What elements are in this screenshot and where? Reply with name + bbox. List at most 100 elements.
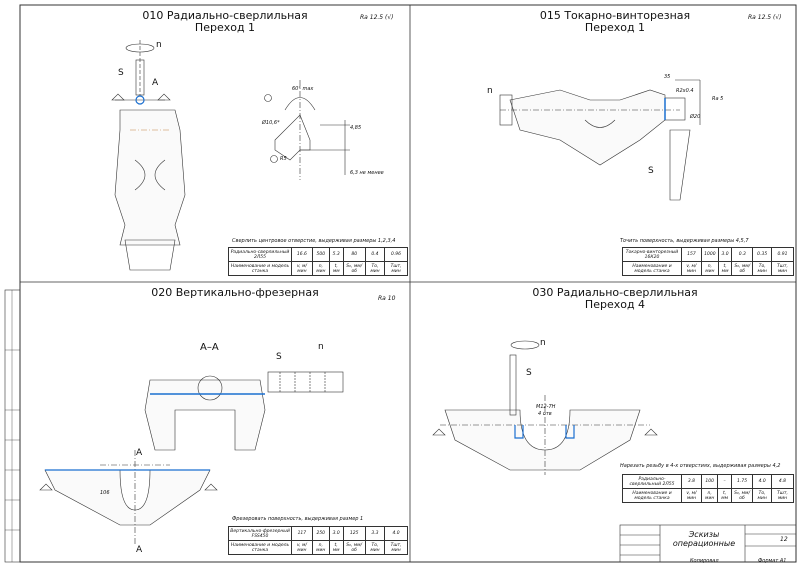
- q2-header-n: n, мин: [700, 261, 719, 276]
- q2-title-line1: 015 Токарно-винторезная: [539, 9, 691, 22]
- q2-val-v: 157: [681, 247, 702, 262]
- q2-header-s: S₀, мм/об: [731, 261, 754, 276]
- q1-val-n: 500: [311, 247, 330, 262]
- q3-header-n: n, мин: [311, 540, 330, 555]
- q4-label-n: n: [540, 338, 546, 348]
- q3-val-v: 117: [291, 526, 313, 541]
- q2-val-n: 1000: [700, 247, 719, 262]
- q4-header-tsht: Tшт, мин: [770, 488, 795, 503]
- q2-part-drawing: [499, 79, 701, 201]
- q2-header-name: Наименование и модель станка: [622, 261, 682, 276]
- q4-params-table: Радиально-сверлильный 2Л55 3.8 100 – 1.7…: [622, 474, 795, 503]
- q3-header-v: v, м/мин: [291, 540, 313, 555]
- q1-label-n: n: [156, 40, 162, 50]
- q1-val-t: 5.3: [328, 247, 344, 262]
- q4-header-t: t, мм: [717, 488, 732, 503]
- q3-label-s: S: [276, 352, 282, 362]
- q3-val-s: 125: [342, 526, 366, 541]
- q2-dim1: 35: [664, 74, 671, 80]
- q2-label-n: n: [487, 86, 493, 96]
- q1-title-line1: 010 Радиально-сверлильная: [142, 9, 308, 22]
- q1-dim3: 4,85: [350, 125, 362, 131]
- q1-detail-view: [264, 80, 350, 180]
- q3-header-tsht: Tшт, мин: [384, 540, 408, 555]
- q1-label-a: A: [152, 78, 159, 88]
- q2-dim2: R2x0.4: [676, 88, 694, 94]
- q3-note: Фрезеровать поверхность, выдерживая разм…: [232, 516, 364, 522]
- q4-header-name: Наименование и модель станка: [622, 488, 682, 503]
- q1-roughness: Ra 12.5 (√): [360, 14, 394, 21]
- q4-threaded-holes: [514, 425, 575, 439]
- q4-header-v: v, м/мин: [681, 488, 702, 503]
- q4-header-to: Tо, мин: [752, 488, 772, 503]
- q4-title: 030 Радиально-сверлильная Переход 4: [530, 287, 700, 311]
- q1-header-to: Tо, мин: [364, 261, 386, 276]
- q4-val-s: 1.75: [730, 474, 754, 489]
- q3-val-to: 3.3: [364, 526, 386, 541]
- q1-val-s: 80: [342, 247, 366, 262]
- q4-dim2: 4 отв: [538, 411, 552, 417]
- q4-note: Нарезать резьбу в 4-х отверстиях, выдерж…: [620, 463, 781, 469]
- q2-label-s: S: [648, 166, 654, 176]
- q3-header-t: t, мм: [328, 540, 344, 555]
- q3-label-n: n: [318, 342, 324, 352]
- q1-header-tsht: Tшт, мин: [384, 261, 408, 276]
- q2-val-s: 0.3: [731, 247, 754, 262]
- q2-val-tsht: 0.91: [771, 247, 794, 262]
- q3-part-drawing: [39, 371, 344, 545]
- q1-part-drawing: [111, 40, 186, 271]
- q3-machine: Вертикально-фрезерный FSS450: [228, 526, 292, 541]
- q3-header-s: S₀, мм/об: [342, 540, 366, 555]
- q1-val-tsht: 0.96: [384, 247, 408, 262]
- q1-header-t: t, мм: [328, 261, 344, 276]
- stamp-format: Формат А1: [758, 558, 787, 564]
- q4-label-s: S: [526, 368, 532, 378]
- q3-label-a-bottom: А: [136, 545, 143, 555]
- q1-header-v: v, м/мин: [291, 261, 313, 276]
- stamp-sheet-number: 12: [780, 536, 788, 543]
- q2-val-to: 0.35: [752, 247, 773, 262]
- q1-title: 010 Радиально-сверлильная Переход 1: [140, 10, 310, 34]
- q3-section-label: А–А: [200, 342, 219, 353]
- q2-dim3: Ra 5: [712, 96, 724, 102]
- q1-val-to: 0.4: [364, 247, 386, 262]
- q4-header-n: n, мин: [700, 488, 719, 503]
- q2-header-t: t, мм: [717, 261, 733, 276]
- q1-header-n: n, мин: [311, 261, 330, 276]
- q2-machine: Токарно-винторезный 16К20: [622, 247, 682, 262]
- q3-label-a-top: А: [136, 448, 143, 458]
- q1-val-v: 16.6: [291, 247, 313, 262]
- q4-val-tsht: 4.8: [770, 474, 795, 489]
- q1-dim2: Ø10,6*: [262, 120, 280, 126]
- q2-roughness: Ra 12.5 (√): [748, 14, 782, 21]
- q1-header-s: S₀, мм/об: [342, 261, 366, 276]
- q1-drill-marker: [135, 95, 145, 105]
- q3-header-name: Наименование и модель станка: [228, 540, 292, 555]
- q1-dim5: R5: [280, 156, 287, 162]
- q4-title-line2: Переход 4: [584, 298, 646, 311]
- q4-title-line1: 030 Радиально-сверлильная: [532, 286, 698, 299]
- q2-params-table: Токарно-винторезный 16К20 157 1000 3.0 0…: [622, 247, 794, 276]
- q4-val-v: 3.8: [681, 474, 702, 489]
- q2-header-tsht: Tшт, мин: [771, 261, 794, 276]
- q4-machine: Радиально-сверлильный 2Л55: [622, 474, 682, 489]
- q3-params-table: Вертикально-фрезерный FSS450 117 250 3.0…: [228, 526, 408, 555]
- stamp-title-line2: операционные: [672, 539, 736, 548]
- q3-roughness: Ra 10: [378, 295, 396, 302]
- q1-dim1: 60° max: [292, 86, 314, 92]
- q2-header-to: Tо, мин: [752, 261, 773, 276]
- stamp-title: Эскизы операционные: [665, 530, 743, 548]
- q1-title-line2: Переход 1: [194, 21, 256, 34]
- q2-title: 015 Токарно-винторезная Переход 1: [530, 10, 700, 34]
- q3-val-n: 250: [311, 526, 330, 541]
- q4-val-t: –: [717, 474, 732, 489]
- q1-label-s: S: [118, 68, 124, 78]
- q3-title: 020 Вертикально-фрезерная: [151, 286, 319, 299]
- q3-dim1: 106: [100, 490, 110, 496]
- q4-val-to: 4.0: [752, 474, 772, 489]
- q3-val-t: 3.0: [328, 526, 344, 541]
- q3-header-to: Tо, мин: [364, 540, 386, 555]
- q4-val-n: 100: [700, 474, 719, 489]
- q1-dim4: 6,3 не менее: [350, 170, 384, 176]
